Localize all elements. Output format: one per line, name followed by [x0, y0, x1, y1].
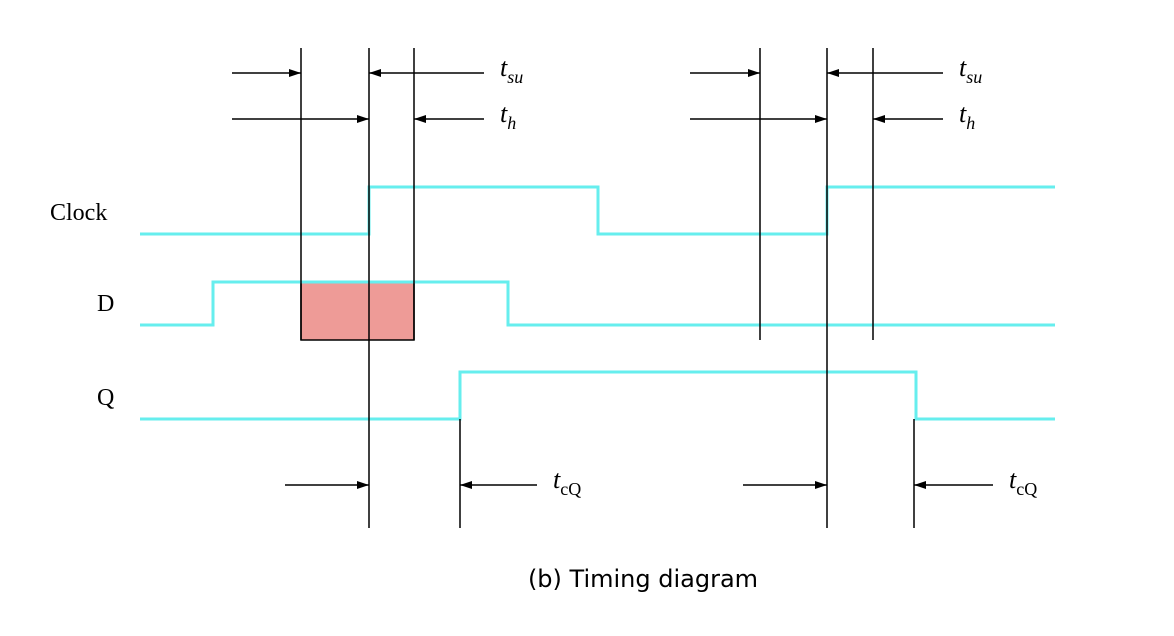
- q-label: Q: [97, 385, 114, 411]
- d-waveform: [140, 280, 1055, 327]
- diagram-caption: (b) Timing diagram: [528, 565, 758, 593]
- th-label-2: th: [959, 99, 975, 133]
- tcq-label-1: tcQ: [553, 465, 581, 499]
- clock-waveform: [140, 185, 1055, 236]
- tsu-label-1: tsu: [500, 53, 523, 87]
- q-waveform: [140, 370, 1055, 421]
- th-label-1: th: [500, 99, 516, 133]
- tsu-label-2: tsu: [959, 53, 982, 87]
- tcq-label-2: tcQ: [1009, 465, 1037, 499]
- d-label: D: [97, 291, 114, 317]
- clock-label: Clock: [50, 200, 107, 226]
- setup-hold-window: [300, 281, 415, 341]
